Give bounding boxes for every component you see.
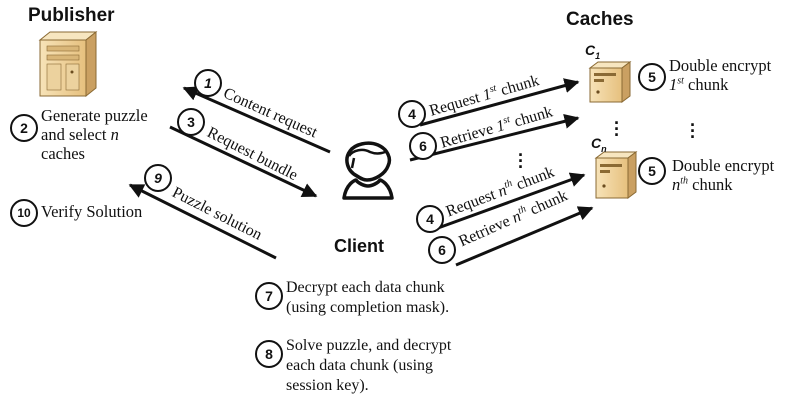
step7-line2: (using completion mask). [286,299,450,316]
step-number-badge: 2 [10,114,38,142]
cache-1-label: C1 [585,42,600,61]
cache-n-label: Cn [591,135,607,154]
double-encrypt-line2: nth chunk [672,175,774,194]
client-title: Client [334,236,385,256]
step2-text: Generate puzzle and select n caches [41,106,148,163]
ordinal-number: 1 [669,75,678,94]
arrow-request-bundle [169,125,318,198]
publisher-title: Publisher [28,5,115,26]
cache-letter: C [585,42,596,58]
chunk-word: chunk [683,75,729,94]
step-number-badge: 7 [255,282,283,310]
double-encrypt-nth-text: Double encrypt nth chunk [672,156,774,194]
caches-title: Caches [566,9,634,30]
step-number-badge: 9 [144,164,172,192]
double-encrypt-line1: Double encrypt [669,56,772,75]
server-box-icon [588,61,632,103]
vertical-ellipsis: ··· [518,145,524,177]
step-number-badge: 4 [398,100,426,128]
step10-text: Verify Solution [41,202,143,221]
arrow-content-request [182,86,331,154]
step-number-badge: 5 [638,157,666,185]
step7-text: Decrypt each data chunk (using completio… [286,278,526,318]
server-box-icon [594,151,638,199]
step7-line1: Decrypt each data chunk [286,279,445,296]
chunk-word: chunk [688,175,733,194]
double-encrypt-line1: Double encrypt [672,156,775,175]
step2-line2: and select n [41,125,148,144]
arrow-puzzle-solution [128,183,277,260]
step-number-badge: 6 [409,132,437,160]
step2-line2-text: and select [41,125,111,144]
cache-letter: C [591,135,602,151]
step-number-badge: 6 [428,236,456,264]
arrow-request-nth-chunk [437,172,586,230]
ordinal-suffix: th [680,175,689,187]
step2-line3: caches [41,144,85,163]
step-number-badge: 1 [194,69,222,97]
step8-line3: session key). [286,377,369,394]
vertical-ellipsis: ··· [690,115,696,147]
step-number-badge: 8 [255,340,283,368]
step-number-badge: 3 [177,108,205,136]
step8-line1: Solve puzzle, and decrypt [286,337,452,354]
user-icon [342,141,394,200]
step8-text: Solve puzzle, and decrypt each data chun… [286,336,526,396]
cache-index: n [601,143,607,154]
ordinal-suffix: st [677,75,684,87]
double-encrypt-line2: 1st chunk [669,75,771,94]
step2-var: n [110,125,119,144]
step-number-badge: 10 [10,199,38,227]
vertical-ellipsis: ··· [614,113,620,145]
arrow-retrieve-first-chunk [409,113,580,162]
cache-index: 1 [595,50,601,61]
double-encrypt-first-text: Double encrypt 1st chunk [669,56,771,94]
ordinal-number: n [672,175,681,194]
step2-line1: Generate puzzle [41,106,148,125]
step-number-badge: 4 [416,205,444,233]
step8-line2: each data chunk (using [286,357,434,374]
step-number-badge: 5 [638,63,666,91]
server-tower-icon [38,30,98,98]
arrow-request-first-chunk [419,78,580,127]
arrow-retrieve-nth-chunk [455,206,594,267]
